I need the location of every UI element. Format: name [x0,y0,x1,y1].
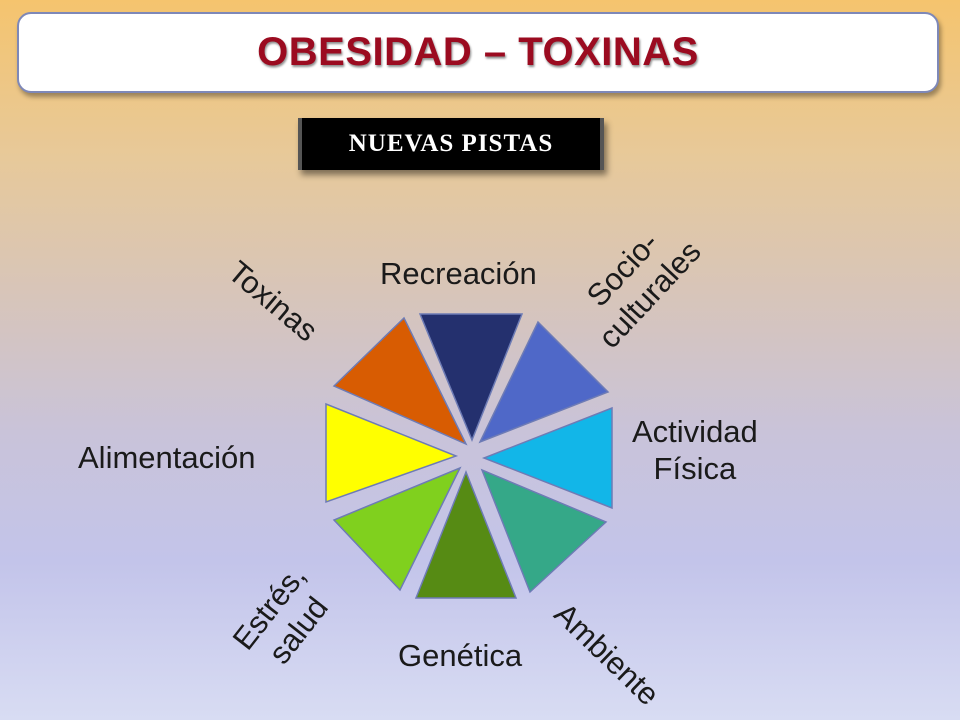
label-alimentacion-text: Alimentación [78,440,256,475]
segment-socioculturales [478,320,610,444]
segment-recreacion [418,313,524,442]
label-genetica: Genética [398,638,522,675]
title-box: OBESIDAD – TOXINAS [17,12,939,93]
label-genetica-text: Genética [398,638,523,673]
segment-estres-salud [332,466,462,592]
segment-ambiente [480,468,608,594]
segment-alimentacion [325,402,459,504]
nuevas-pistas-badge: NUEVAS PISTAS [298,118,604,170]
segment-genetica [414,469,518,599]
label-actividad-fisica: Actividad Física [632,414,758,487]
segment-actividad-fisica [481,406,613,510]
label-recreacion-text: Recreación [380,256,537,291]
label-actividad-text: Actividad [632,414,758,449]
slide-title: OBESIDAD – TOXINAS [257,30,699,74]
label-recreacion: Recreación [380,256,537,293]
segment-toxinas [332,316,468,446]
badge-label: NUEVAS PISTAS [348,130,554,157]
label-fisica-text: Física [653,450,737,486]
label-alimentacion: Alimentación [78,440,255,477]
